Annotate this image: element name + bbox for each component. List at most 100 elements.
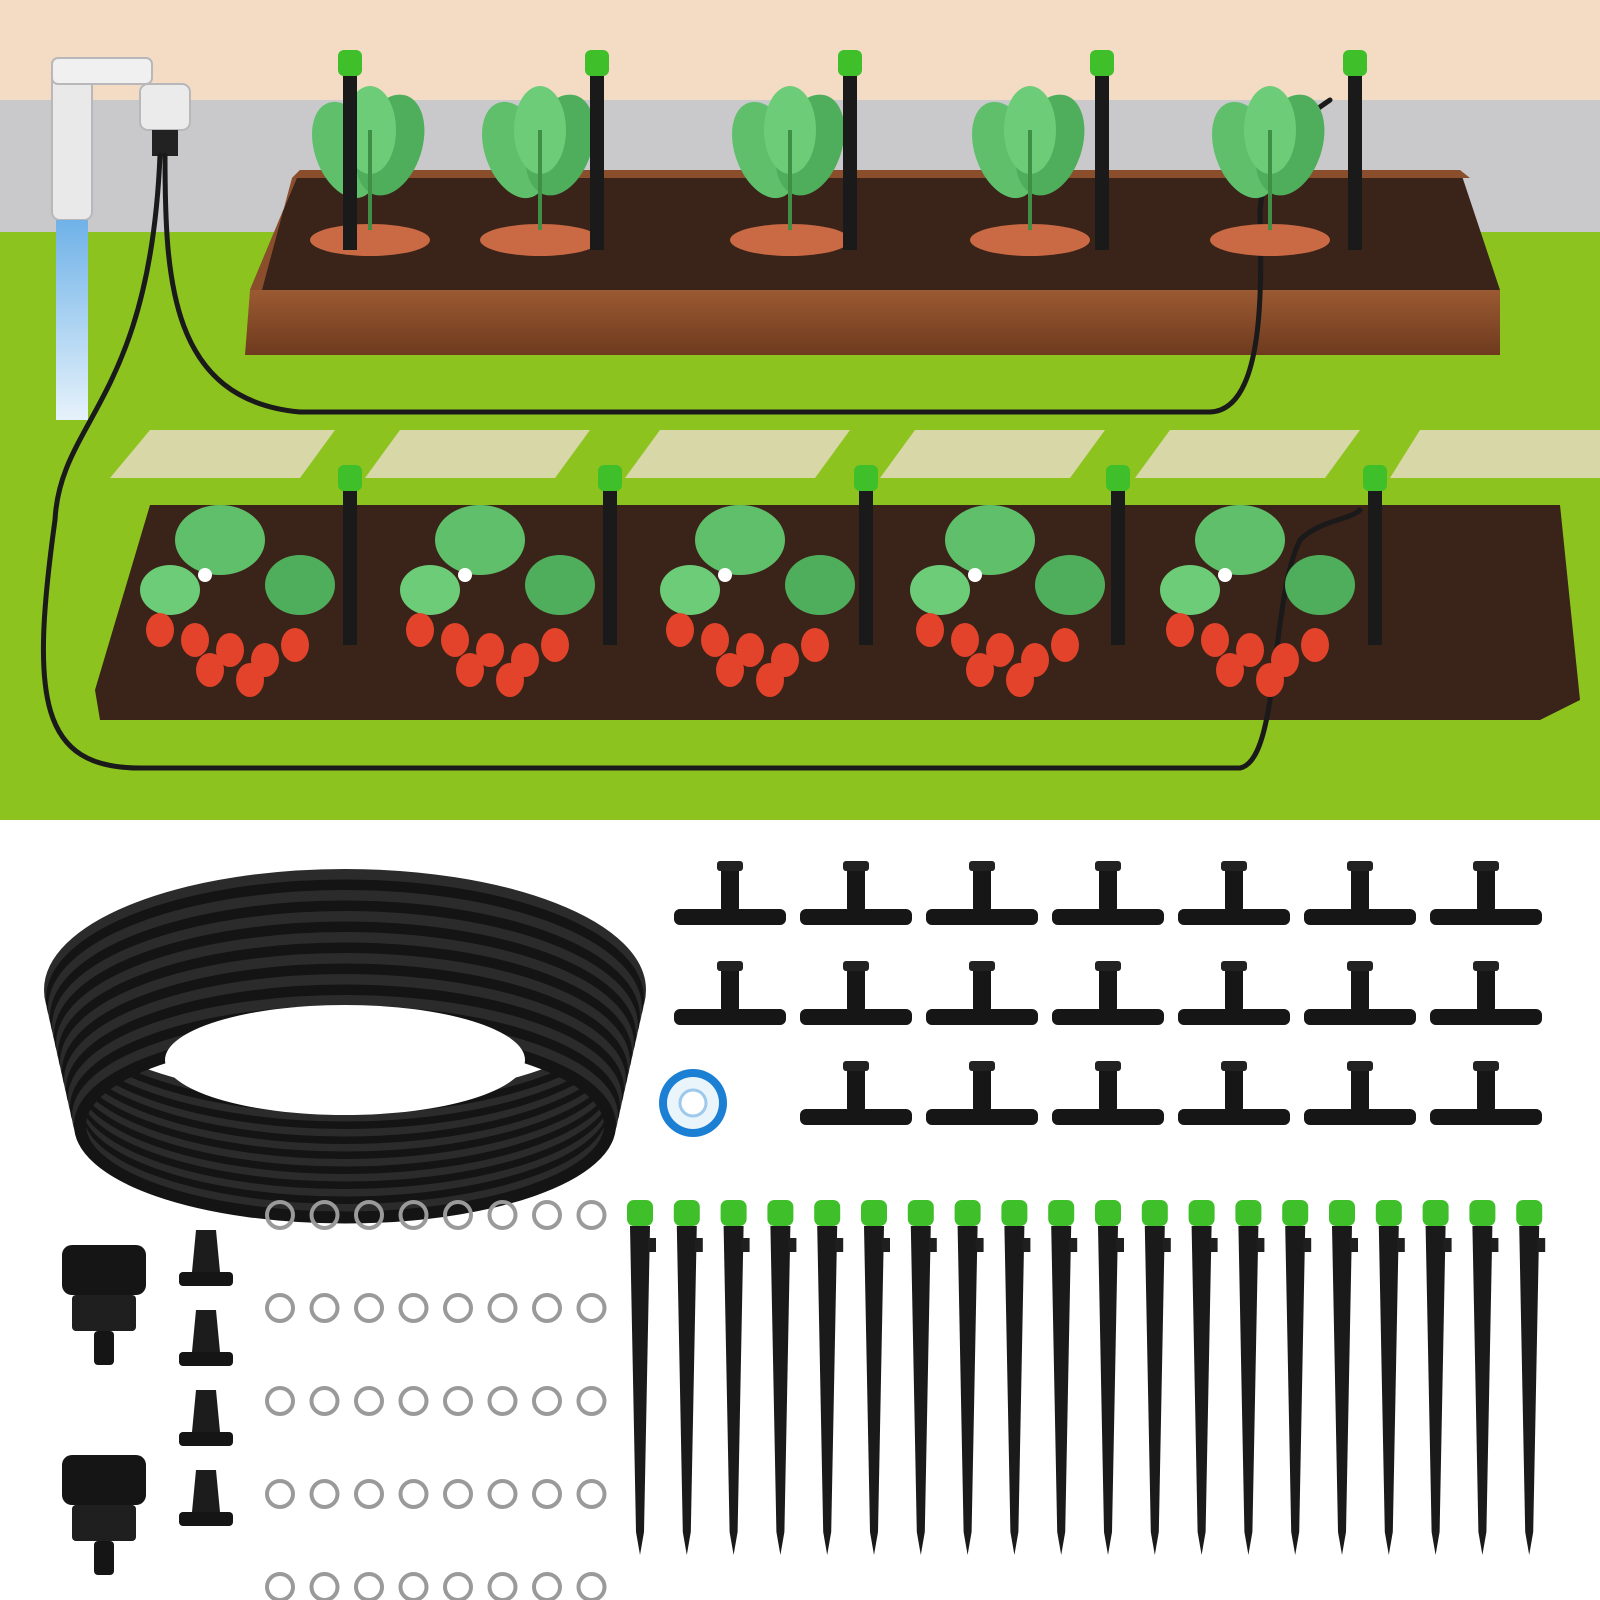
- hose-clamp: [576, 1386, 607, 1416]
- hose-clamp: [354, 1479, 384, 1509]
- emitter-stake: [861, 1200, 890, 1555]
- tube-coil-icon: [44, 869, 646, 1224]
- tee-connector: [1430, 1061, 1542, 1125]
- strawberry: [541, 628, 569, 662]
- end-plugs: [179, 1230, 233, 1526]
- strawberry: [951, 623, 979, 657]
- hose-clamp: [487, 1293, 518, 1323]
- leafy-plant: [480, 86, 600, 256]
- tee-connector: [1430, 861, 1542, 925]
- drip-kit-parts: [44, 861, 1546, 1600]
- strawberry: [716, 653, 744, 687]
- strawberry: [456, 653, 484, 687]
- hose-clamp: [487, 1200, 518, 1230]
- emitter-stake: [627, 1200, 656, 1555]
- leafy-plant: [730, 86, 850, 256]
- tee-connector: [1178, 1061, 1290, 1125]
- strawberry: [1006, 663, 1034, 697]
- tee-connector: [926, 1061, 1038, 1125]
- emitter-stake: [1329, 1200, 1358, 1555]
- end-plug: [179, 1310, 233, 1366]
- strawberry: [756, 663, 784, 697]
- emitter-stake: [1106, 465, 1130, 645]
- hose-clamp: [354, 1200, 384, 1230]
- hose-clamp: [443, 1293, 473, 1323]
- hose-clamp: [532, 1572, 562, 1600]
- thread-seal-tape-icon: [659, 1069, 727, 1137]
- tee-connector: [1052, 961, 1164, 1025]
- hose-clamp: [443, 1479, 473, 1509]
- strawberry: [966, 653, 994, 687]
- emitter-stake: [1422, 1200, 1452, 1555]
- strawberry: [1236, 633, 1264, 667]
- emitter-stake: [673, 1200, 703, 1555]
- emitter-stake: [767, 1200, 797, 1555]
- strawberry: [406, 613, 434, 647]
- tee-connector: [1052, 1061, 1164, 1125]
- strawberry: [736, 633, 764, 667]
- strawberry: [181, 623, 209, 657]
- hose-clamp: [398, 1200, 429, 1230]
- emitter-stake: [1282, 1200, 1312, 1555]
- tee-connector: [674, 961, 786, 1025]
- strawberry: [1256, 663, 1284, 697]
- hose-clamp: [398, 1572, 429, 1600]
- emitter-stake: [1516, 1200, 1546, 1555]
- emitter-stake: [338, 465, 362, 645]
- emitter-stake: [854, 465, 878, 645]
- strawberry: [146, 613, 174, 647]
- faucet-adapters: [62, 1245, 146, 1575]
- emitter-stake: [720, 1200, 750, 1555]
- emitter-stake: [598, 465, 622, 645]
- tee-connector: [1304, 861, 1416, 925]
- hose-clamp: [576, 1572, 607, 1600]
- hose-clamp: [532, 1386, 562, 1416]
- emitter-stake: [1188, 1200, 1218, 1555]
- emitter-stake: [907, 1200, 937, 1555]
- garden-drip-scene: [0, 0, 1600, 820]
- strawberry-plant: [1160, 505, 1355, 697]
- tee-connector: [1052, 861, 1164, 925]
- strawberry: [496, 663, 524, 697]
- scene-emitter-stakes: [338, 50, 1387, 645]
- emitter-stake: [585, 50, 609, 250]
- hose-clamp: [398, 1293, 429, 1323]
- hose-clamp: [487, 1386, 518, 1416]
- hose-clamp: [487, 1479, 518, 1509]
- hose-clamps-grid: [265, 1200, 607, 1600]
- emitter-stake: [1375, 1200, 1405, 1555]
- hose-clamp: [354, 1293, 384, 1323]
- emitter-stake: [1235, 1200, 1265, 1555]
- faucet-adapter: [62, 1455, 146, 1575]
- tee-connector: [1304, 961, 1416, 1025]
- strawberry-plant: [660, 505, 855, 697]
- hose-clamp: [354, 1572, 384, 1600]
- hose-clamp: [354, 1386, 384, 1416]
- end-plug: [179, 1470, 233, 1526]
- tee-connector: [1304, 1061, 1416, 1125]
- hose-clamp: [309, 1572, 340, 1600]
- hose-clamp: [532, 1293, 562, 1323]
- hose-clamp: [309, 1293, 340, 1323]
- strawberry-plant: [140, 505, 335, 697]
- strawberry: [441, 623, 469, 657]
- hose-clamp: [443, 1200, 473, 1230]
- strawberry: [666, 613, 694, 647]
- hose-clamp: [487, 1572, 518, 1600]
- strawberry: [1216, 653, 1244, 687]
- hose-clamp: [576, 1479, 607, 1509]
- emitter-stake: [838, 50, 862, 250]
- hose-clamp: [265, 1572, 295, 1600]
- hose-clamp: [398, 1479, 429, 1509]
- strawberry: [196, 653, 224, 687]
- tee-connector: [1430, 961, 1542, 1025]
- tee-connectors-grid: [674, 861, 1542, 1125]
- emitter-stake: [814, 1200, 844, 1555]
- strawberry: [801, 628, 829, 662]
- emitter-stakes-row: [627, 1200, 1546, 1555]
- stepping-stones: [110, 430, 1600, 478]
- strawberry: [236, 663, 264, 697]
- end-plug: [179, 1390, 233, 1446]
- raised-bed: [245, 170, 1500, 355]
- hose-clamp: [532, 1200, 562, 1230]
